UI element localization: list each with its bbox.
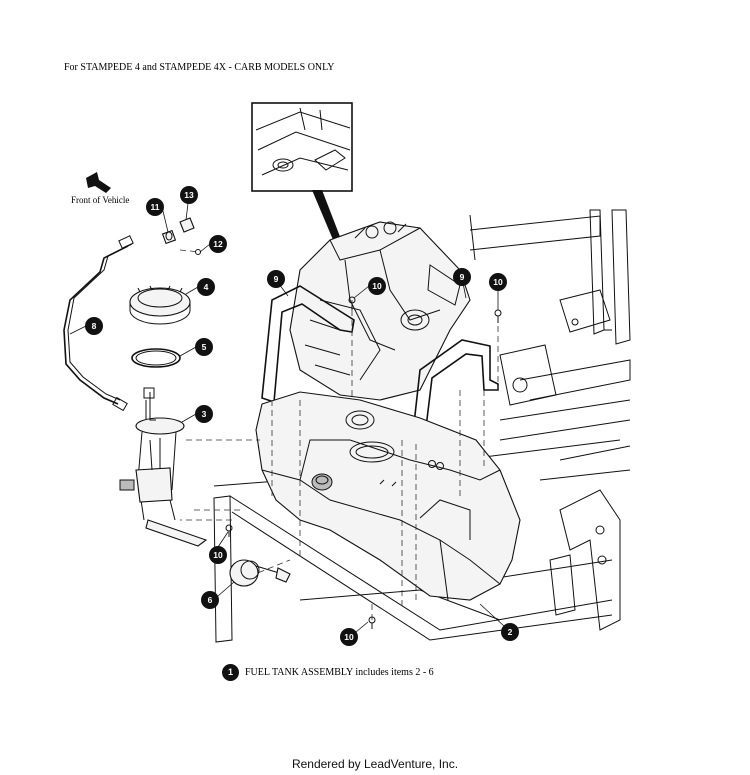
- o-ring-seal: [131, 348, 181, 368]
- callout-10-right: 10: [489, 273, 507, 291]
- fuel-line: [63, 235, 134, 412]
- callout-3: 3: [195, 405, 213, 423]
- callout-8: 8: [85, 317, 103, 335]
- callout-12: 12: [209, 235, 227, 253]
- svg-text:5: 5: [202, 342, 207, 352]
- svg-text:11: 11: [151, 202, 160, 212]
- callout-2: 2: [501, 623, 519, 641]
- callout-10-bottom: 10: [340, 628, 358, 646]
- lock-ring: [129, 285, 191, 325]
- svg-text:6: 6: [208, 595, 213, 605]
- front-of-vehicle-label: Front of Vehicle: [71, 195, 130, 205]
- bolt-10-b: [494, 309, 502, 323]
- callout-13: 13: [180, 186, 198, 204]
- callout-11: 11: [146, 198, 164, 216]
- svg-text:8: 8: [92, 321, 97, 331]
- svg-text:13: 13: [184, 190, 194, 200]
- svg-text:10: 10: [372, 281, 382, 291]
- svg-text:9: 9: [274, 274, 279, 284]
- callout-9-right: 9: [453, 268, 471, 286]
- assembly-callout: 1: [222, 663, 239, 681]
- svg-text:10: 10: [213, 550, 223, 560]
- callout-6: 6: [201, 591, 219, 609]
- svg-text:2: 2: [508, 627, 513, 637]
- header-note: For STAMPEDE 4 and STAMPEDE 4X - CARB MO…: [64, 62, 335, 73]
- callout-4: 4: [197, 278, 215, 296]
- bolt-10-c: [225, 524, 233, 537]
- assembly-note: 1 FUEL TANK ASSEMBLY includes items 2 - …: [222, 662, 434, 682]
- bolt-10-a: [348, 296, 356, 310]
- screw-12: [195, 249, 201, 255]
- bolt-10-d: [368, 616, 376, 629]
- svg-text:10: 10: [344, 632, 354, 642]
- callout-5: 5: [195, 338, 213, 356]
- fuel-cap: [229, 559, 291, 587]
- fuel-pump-module: [119, 387, 208, 547]
- alignment-lines: [179, 249, 499, 620]
- callout-10-left: 10: [209, 546, 227, 564]
- clamp-13: [179, 217, 195, 233]
- front-arrow-icon: [86, 172, 111, 193]
- assembly-note-text: FUEL TANK ASSEMBLY includes items 2 - 6: [245, 666, 434, 678]
- svg-text:4: 4: [204, 282, 209, 292]
- svg-text:12: 12: [213, 239, 223, 249]
- callout-10-engine: 10: [368, 277, 386, 295]
- leader-lines: [69, 194, 505, 633]
- fitting-11: [161, 229, 177, 245]
- engine-block: [289, 221, 471, 401]
- callout-9-left: 9: [267, 270, 285, 288]
- svg-text:9: 9: [460, 272, 465, 282]
- svg-text:3: 3: [202, 409, 207, 419]
- fuel-tank: [255, 391, 521, 601]
- footer-credit: Rendered by LeadVenture, Inc.: [291, 757, 459, 771]
- svg-text:10: 10: [493, 277, 503, 287]
